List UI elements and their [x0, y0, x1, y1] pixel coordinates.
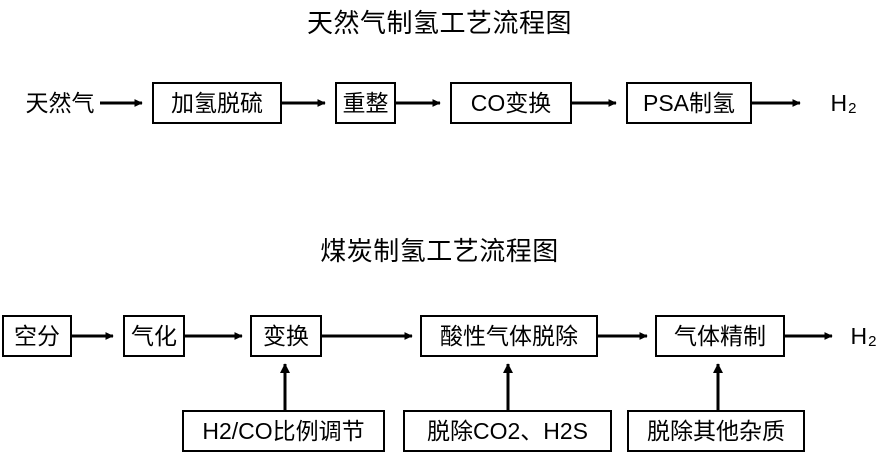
node-label: 气化 — [131, 322, 177, 349]
output-h2-symbol: H — [850, 322, 868, 349]
node-gasification[interactable]: 气化 — [123, 315, 185, 357]
annotation-remove-other-impurities[interactable]: 脱除其他杂质 — [627, 410, 805, 452]
node-co-shift[interactable]: CO变换 — [450, 82, 572, 124]
node-label: 重整 — [342, 89, 389, 116]
node-gas-purification[interactable]: 气体精制 — [655, 315, 785, 357]
node-reforming[interactable]: 重整 — [335, 82, 396, 124]
node-acid-gas-removal[interactable]: 酸性气体脱除 — [420, 315, 598, 357]
annotation-label: 脱除CO2、H2S — [426, 417, 589, 444]
node-label: 气体精制 — [674, 322, 766, 349]
annotation-remove-co2-h2s[interactable]: 脱除CO2、H2S — [403, 410, 612, 452]
node-label: CO变换 — [470, 89, 552, 116]
annotation-h2-co-ratio-adjustment[interactable]: H2/CO比例调节 — [182, 410, 385, 452]
node-label: 加氢脱硫 — [171, 89, 263, 116]
page-title-natural-gas: 天然气制氢工艺流程图 — [306, 8, 572, 38]
node-shift-conversion[interactable]: 变换 — [250, 315, 322, 357]
output-h2-subscript: 2 — [848, 99, 857, 117]
page-title-coal: 煤炭制氢工艺流程图 — [320, 236, 559, 266]
node-psa-hydrogen[interactable]: PSA制氢 — [626, 82, 752, 124]
node-hydrodesulfurization[interactable]: 加氢脱硫 — [152, 82, 282, 124]
node-label: PSA制氢 — [642, 89, 736, 116]
node-air-separation[interactable]: 空分 — [2, 315, 72, 357]
output-h2-subscript: 2 — [868, 332, 877, 350]
annotation-label: 脱除其他杂质 — [647, 417, 785, 444]
node-label: 变换 — [263, 322, 309, 349]
annotation-label: H2/CO比例调节 — [202, 417, 365, 444]
node-label: 酸性气体脱除 — [440, 322, 578, 349]
output-h2-symbol: H — [830, 89, 848, 116]
input-label-natural-gas: 天然气 — [25, 89, 95, 116]
node-label: 空分 — [14, 322, 60, 349]
